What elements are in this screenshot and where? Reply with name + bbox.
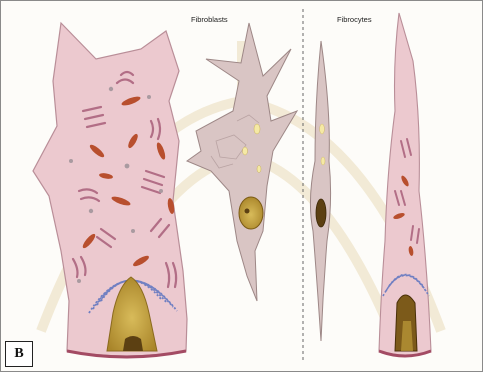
thin-fibrocyte-nucleus bbox=[316, 199, 326, 227]
thin-fibrocyte-cell bbox=[310, 41, 330, 341]
panel-letter-label: B bbox=[5, 341, 33, 367]
stellate-fibroblast-body bbox=[187, 23, 297, 301]
large-fibroblast-body bbox=[33, 23, 187, 356]
thin-fibrocyte-body bbox=[310, 41, 330, 341]
stellate-fibroblast-nucleus bbox=[239, 197, 263, 229]
fibrocytes-heading: Fibrocytes bbox=[337, 15, 372, 24]
fibroblasts-heading: Fibroblasts bbox=[191, 15, 228, 24]
elongated-fibrocyte-cell bbox=[379, 13, 431, 356]
large-fibroblast-cell bbox=[33, 23, 187, 357]
stellate-fibroblast-cell bbox=[187, 23, 297, 301]
